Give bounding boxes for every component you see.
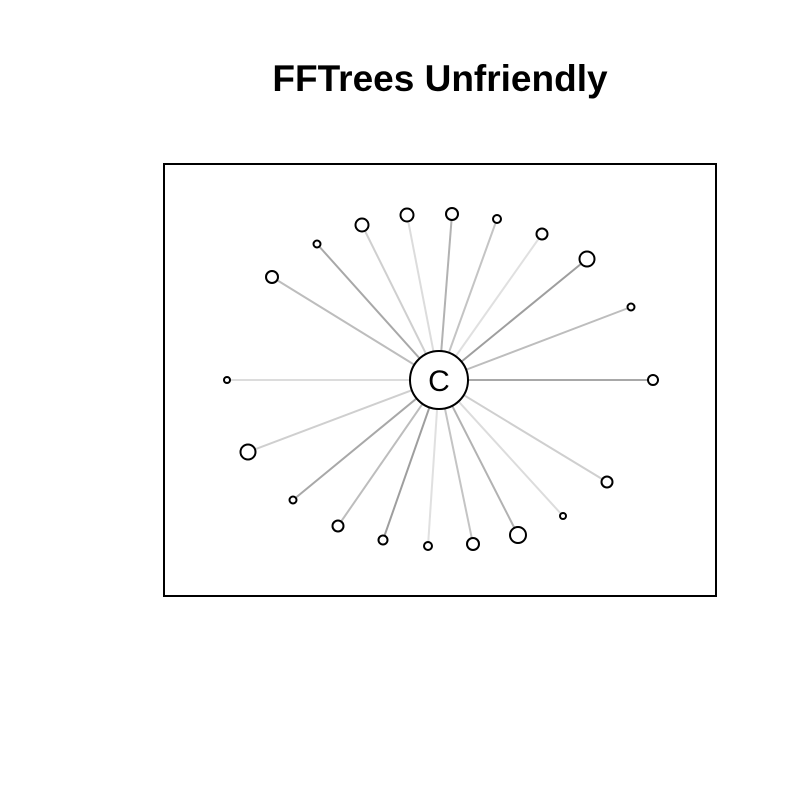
edge <box>438 379 564 517</box>
leaf-node <box>265 270 279 284</box>
edge <box>271 276 440 381</box>
leaf-node <box>223 376 231 384</box>
plot-title: FFTrees Unfriendly <box>272 58 608 99</box>
leaf-node <box>331 519 345 533</box>
edge <box>247 379 440 453</box>
leaf-node <box>535 227 549 241</box>
leaf-node <box>377 534 389 546</box>
plot-frame <box>163 163 717 597</box>
leaf-node <box>626 302 636 312</box>
edge <box>438 306 632 381</box>
leaf-node <box>354 217 370 233</box>
center-node <box>409 350 469 410</box>
leaf-node <box>239 443 257 461</box>
leaf-node <box>647 374 659 386</box>
leaf-node <box>559 512 567 520</box>
leaf-node <box>466 537 480 551</box>
leaf-node <box>399 207 415 223</box>
leaf-node <box>492 214 502 224</box>
leaf-node <box>600 475 614 489</box>
leaf-node <box>423 541 433 551</box>
center-node-label: C <box>428 365 450 398</box>
leaf-node <box>445 207 459 221</box>
edge <box>292 379 440 501</box>
leaf-nodes <box>223 207 659 551</box>
leaf-node <box>288 495 298 505</box>
edge <box>438 379 608 483</box>
leaf-node <box>578 250 596 268</box>
edge <box>438 258 588 381</box>
edge <box>316 243 440 381</box>
leaf-node <box>312 239 322 249</box>
leaf-node <box>509 526 527 544</box>
